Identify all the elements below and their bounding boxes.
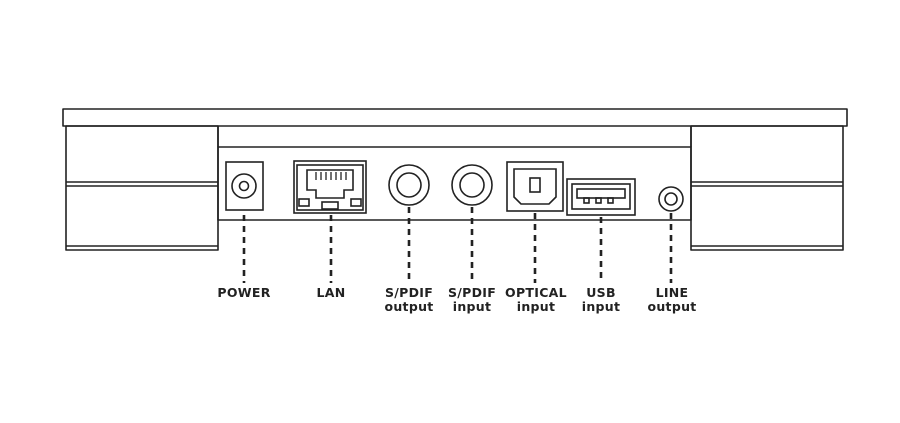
label-line2: input — [452, 299, 492, 314]
optical-toslink-port-icon — [506, 161, 564, 212]
label-spdif-output: S/PDIF output — [354, 286, 464, 314]
label-line1: LAN — [316, 285, 346, 300]
dc-power-jack-icon — [225, 161, 264, 211]
label-usb-input: USB input — [546, 286, 656, 314]
right-side-block — [690, 125, 844, 251]
back-panel — [217, 146, 692, 221]
label-optical-input: OPTICAL input — [481, 286, 591, 314]
usb-port-icon — [566, 178, 636, 216]
top-cover — [62, 108, 848, 127]
left-side-block — [65, 125, 219, 251]
label-spdif-input: S/PDIF input — [417, 286, 527, 314]
label-line2: input — [581, 299, 621, 314]
label-power: POWER — [189, 286, 299, 300]
label-lan: LAN — [276, 286, 386, 300]
label-line2: input — [516, 299, 556, 314]
label-line1: USB — [586, 285, 616, 300]
coaxial-port-icon — [388, 164, 430, 206]
label-line2: output — [384, 299, 434, 314]
label-line2: output — [647, 299, 697, 314]
ethernet-port-icon — [293, 160, 367, 214]
label-line1: S/PDIF — [447, 285, 497, 300]
label-line1: LINE — [655, 285, 689, 300]
coaxial-port-icon — [451, 164, 493, 206]
label-line1: S/PDIF — [384, 285, 434, 300]
label-line1: OPTICAL — [505, 285, 567, 300]
label-line1: POWER — [217, 285, 271, 300]
label-line-output: LINE output — [617, 286, 727, 314]
audio-jack-icon — [658, 186, 684, 212]
